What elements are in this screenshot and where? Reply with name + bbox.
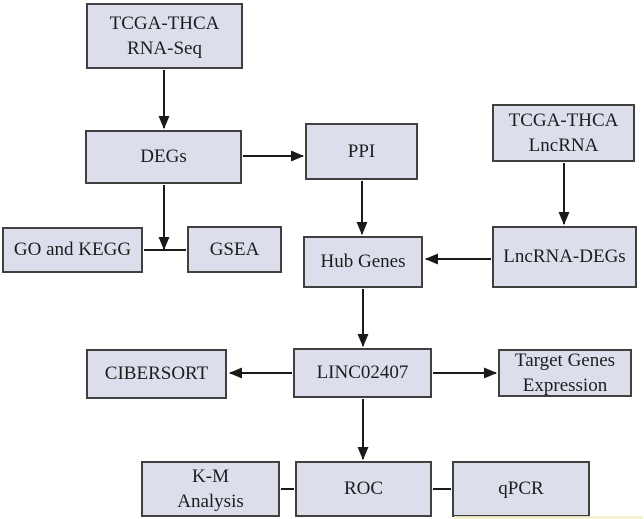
node-gsea: GSEA xyxy=(187,226,282,273)
bottom-edge-highlight xyxy=(454,516,643,519)
node-hub-genes: Hub Genes xyxy=(303,236,423,288)
node-km-analysis: K-M Analysis xyxy=(141,461,280,517)
node-degs: DEGs xyxy=(85,130,242,184)
node-target-genes-expression: Target Genes Expression xyxy=(498,349,632,397)
node-roc: ROC xyxy=(295,461,432,517)
node-go-kegg: GO and KEGG xyxy=(2,227,143,273)
node-tcga-lncrna: TCGA-THCA LncRNA xyxy=(492,104,635,162)
node-tcga-rna-seq: TCGA-THCA RNA-Seq xyxy=(86,3,243,69)
node-qpcr: qPCR xyxy=(452,461,590,517)
node-ppi: PPI xyxy=(305,123,418,180)
node-lncrna-degs: LncRNA-DEGs xyxy=(492,226,637,288)
node-cibersort: CIBERSORT xyxy=(86,349,227,399)
node-linc02407: LINC02407 xyxy=(293,348,432,398)
